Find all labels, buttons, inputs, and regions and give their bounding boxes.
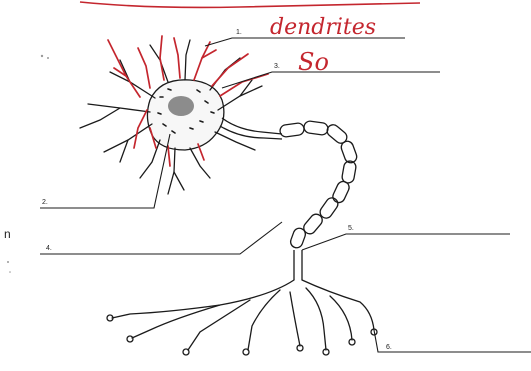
label-2-answer-blank[interactable] (40, 190, 140, 206)
label-4-number: 4. (46, 245, 52, 252)
label-5-answer-blank[interactable] (360, 216, 510, 232)
top-pen-stroke (80, 2, 420, 7)
label-1-number: 1. (236, 29, 242, 36)
axon-terminals (107, 280, 377, 355)
label-3-answer[interactable]: So (298, 48, 329, 76)
axon (220, 118, 358, 280)
label-5-number: 5. (348, 225, 354, 232)
leader-line-5 (302, 234, 510, 250)
label-6-number: 6. (386, 344, 392, 351)
leader-line-3 (222, 72, 440, 88)
label-1-answer[interactable]: dendrites (270, 15, 376, 40)
label-6-answer-blank[interactable] (396, 334, 526, 350)
margin-text: n (4, 227, 11, 241)
scan-specks (7, 55, 49, 273)
label-3-number: 3. (274, 63, 280, 70)
label-4-answer-blank[interactable] (56, 236, 216, 252)
nucleus (168, 96, 194, 116)
